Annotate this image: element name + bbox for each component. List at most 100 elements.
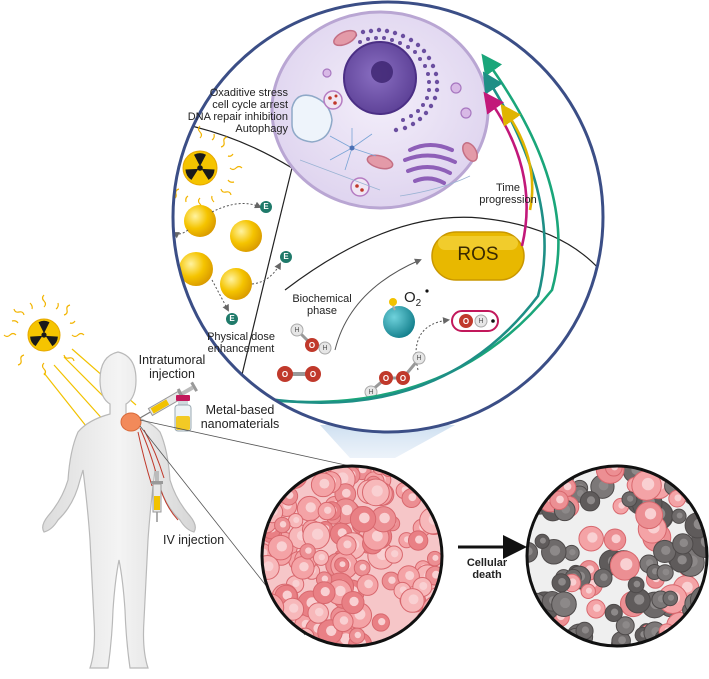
surviving-cell-nucleus	[587, 532, 598, 543]
tumor-cell-nucleus	[318, 553, 325, 561]
surviving-cell-nucleus	[620, 558, 633, 571]
surviving-cell-nucleus	[690, 466, 702, 477]
tumor-cell-nucleus	[341, 504, 353, 516]
oxygen-subscript: 2	[415, 298, 422, 309]
tumor-cell-nucleus	[431, 602, 442, 615]
tumor-cell-nucleus	[410, 632, 419, 641]
tumor-cell-nucleus	[378, 618, 386, 626]
tumor-cell-nucleus	[299, 561, 309, 572]
tumor-cell-nucleus	[432, 570, 440, 579]
hydroxyl-o-label: O	[462, 317, 470, 326]
tumor-cell-nucleus	[371, 485, 383, 497]
dead-cell-nucleus	[679, 538, 689, 548]
dead-cell-nucleus	[569, 549, 576, 556]
surviving-cell-nucleus	[543, 466, 551, 472]
oxygen-symbol: O	[404, 289, 416, 306]
tumor-cell-nucleus	[273, 620, 280, 628]
tumor-cell-nucleus	[293, 516, 300, 524]
metal-line-1: Metal-based	[205, 403, 275, 417]
tumor-cell-nucleus	[415, 535, 424, 544]
o-atom-label: O	[309, 370, 317, 379]
surviving-cell-nucleus	[674, 494, 682, 502]
tumor-tissue-circle	[260, 464, 444, 648]
electron-label: E	[229, 314, 235, 323]
tumor-cell-nucleus	[279, 521, 287, 528]
h-atom-label: H	[294, 327, 300, 334]
dead-cell-nucleus	[700, 466, 707, 470]
tumor-cell-nucleus	[386, 466, 393, 472]
tumor-cell-nucleus	[424, 614, 436, 625]
tumor-cell-nucleus	[405, 570, 415, 581]
electron-label: E	[263, 202, 269, 211]
tumor-cell	[423, 466, 442, 477]
nanoparticles	[173, 201, 292, 325]
dead-cell-nucleus	[633, 580, 641, 588]
dose-line-2: enhancement	[207, 343, 275, 355]
tumor-cell-nucleus	[349, 596, 359, 607]
surviving-cell-nucleus	[644, 508, 657, 520]
intratumoral-label: Intratumoral injection	[124, 353, 220, 381]
tumor-cell-nucleus	[359, 512, 370, 524]
tumor-cell-nucleus	[305, 547, 312, 554]
dead-cell-nucleus	[622, 621, 630, 629]
tumor-cell-nucleus	[262, 506, 269, 513]
tumor-cell-nucleus	[289, 468, 297, 476]
o-atom-label: O	[382, 374, 390, 383]
dead-cell-nucleus	[662, 568, 670, 576]
dead-cell	[527, 466, 550, 488]
effect-line-4: Autophagy	[235, 123, 288, 135]
surviving-cell-nucleus	[563, 482, 572, 491]
electron-icons	[173, 201, 292, 325]
surviving-cell-nucleus	[569, 578, 577, 586]
o-atom-label: O	[281, 370, 289, 379]
vial-icon	[174, 395, 192, 432]
tumor-cell-nucleus	[408, 594, 419, 605]
tumor-cell-nucleus	[432, 554, 439, 561]
intratumoral-line-1: Intratumoral	[138, 353, 206, 367]
tumor-cell-nucleus	[274, 487, 281, 495]
death-line-2: death	[472, 569, 502, 581]
biochemical-phase-label: Biochemical phase	[287, 293, 357, 317]
tumor-cell-nucleus	[289, 603, 299, 613]
tumor-cell-nucleus	[289, 638, 298, 646]
tumor-cell-nucleus	[418, 631, 427, 640]
dead-cell-nucleus	[539, 537, 546, 544]
tumor-cell-nucleus	[408, 493, 417, 502]
tumor-cell-nucleus	[289, 467, 301, 480]
tumor-cell-nucleus	[287, 466, 299, 471]
dead-cell	[694, 466, 707, 476]
tumor-cell-nucleus	[341, 488, 351, 498]
h-atom-label: H	[416, 355, 422, 362]
biochem-line-1: Biochemical	[292, 293, 352, 305]
dead-cell-nucleus	[697, 466, 707, 471]
o2-molecule	[277, 366, 321, 382]
time-progression-label: Time progression	[476, 182, 540, 206]
dead-cell-nucleus	[676, 512, 683, 519]
tumor-cell-nucleus	[388, 576, 396, 584]
dead-cell-nucleus	[677, 555, 687, 565]
surviving-cell	[536, 466, 555, 478]
dead-cell-nucleus	[586, 496, 596, 505]
tumor-cell-nucleus	[292, 579, 300, 588]
dead-cell-nucleus	[687, 480, 699, 492]
tumor-cell-nucleus	[314, 607, 324, 617]
dead-cell-nucleus	[600, 573, 608, 581]
tumor-cell	[416, 608, 442, 634]
dead-cell-nucleus	[527, 466, 541, 477]
dead-cell-nucleus	[690, 491, 698, 499]
tumor-cell-nucleus	[339, 616, 349, 625]
surviving-cell-nucleus	[641, 477, 655, 491]
oxygen-molecule	[383, 298, 415, 338]
dead-cell-nucleus	[662, 634, 673, 645]
surviving-cell-nucleus	[556, 495, 564, 504]
mechanism-circle	[171, 0, 605, 434]
h-atom-label: H	[368, 389, 374, 396]
tumor-cell	[273, 466, 299, 482]
iv-syringe-icon	[151, 471, 163, 522]
tumor-cell-nucleus	[262, 487, 273, 498]
tumor-cell-nucleus	[324, 506, 332, 514]
tumor-cell	[421, 595, 442, 624]
dead-cell-nucleus	[618, 636, 626, 644]
dead-cell	[683, 487, 702, 506]
surviving-cell	[688, 473, 707, 497]
